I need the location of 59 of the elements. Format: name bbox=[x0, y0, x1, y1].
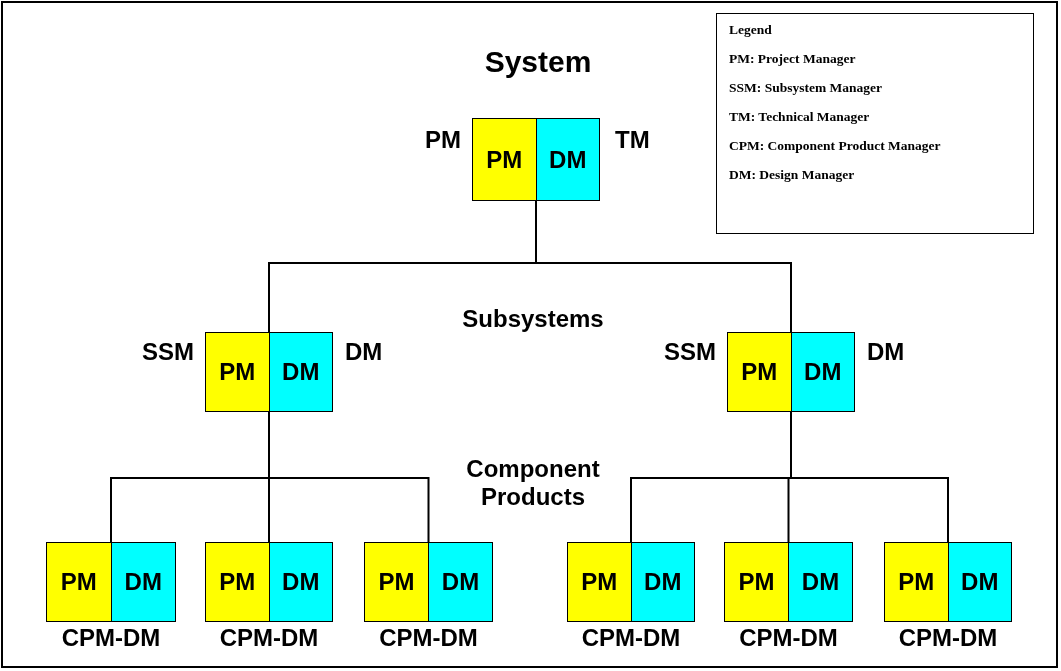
role-text: DM bbox=[124, 568, 162, 596]
role-text: PM bbox=[581, 568, 618, 596]
role-box bbox=[428, 543, 492, 621]
role-caption: PM bbox=[425, 126, 461, 154]
legend-entry: DM: Design Manager bbox=[729, 167, 856, 183]
level-heading: System bbox=[483, 45, 593, 79]
legend-entry: CPM: Component Product Manager bbox=[729, 138, 942, 154]
role-caption: DM bbox=[867, 338, 905, 366]
role-text: PM bbox=[60, 568, 97, 596]
role-box bbox=[725, 543, 788, 621]
role-box bbox=[268, 543, 332, 621]
role-text: PM bbox=[378, 568, 415, 596]
role-text: PM bbox=[486, 145, 523, 174]
role-caption: CPM-DM bbox=[61, 624, 161, 652]
role-box bbox=[206, 333, 269, 411]
role-text: PM bbox=[741, 358, 778, 386]
role-box bbox=[47, 543, 111, 621]
legend-entry: PM: Project Manager bbox=[729, 51, 857, 67]
role-box bbox=[630, 543, 694, 621]
role-box bbox=[473, 119, 536, 200]
role-text: DM bbox=[804, 358, 842, 386]
level-heading: Component Products bbox=[465, 455, 601, 511]
role-box bbox=[110, 543, 175, 621]
role-caption: CPM-DM bbox=[898, 624, 998, 652]
role-text: DM bbox=[441, 568, 480, 596]
role-caption: CPM-DM bbox=[219, 624, 319, 652]
role-text: PM bbox=[898, 568, 935, 596]
role-caption: CPM-DM bbox=[739, 624, 838, 652]
connector-line bbox=[790, 411, 949, 543]
role-text: DM bbox=[801, 568, 840, 596]
role-box bbox=[206, 543, 269, 621]
role-text: DM bbox=[282, 568, 320, 596]
role-caption: TM bbox=[615, 126, 650, 154]
role-text: PM bbox=[219, 568, 256, 596]
role-box bbox=[947, 543, 1011, 621]
role-box bbox=[788, 543, 852, 621]
role-caption: SSM bbox=[664, 338, 716, 366]
role-caption: CPM-DM bbox=[379, 624, 478, 652]
role-box bbox=[790, 333, 854, 411]
role-box bbox=[365, 543, 428, 621]
role-box bbox=[568, 543, 631, 621]
role-text: DM bbox=[549, 145, 587, 174]
legend-entry: SSM: Subsystem Manager bbox=[729, 80, 883, 96]
role-text: PM bbox=[219, 358, 256, 386]
role-caption: SSM bbox=[142, 338, 194, 366]
role-text: PM bbox=[738, 568, 775, 596]
role-text: DM bbox=[961, 568, 999, 596]
role-text: DM bbox=[282, 358, 320, 386]
role-box bbox=[268, 333, 332, 411]
role-box bbox=[885, 543, 948, 621]
connector-line bbox=[268, 411, 430, 543]
role-box bbox=[728, 333, 791, 411]
legend-entry: TM: Technical Manager bbox=[729, 109, 871, 125]
role-caption: DM bbox=[345, 338, 383, 366]
role-caption: CPM-DM bbox=[581, 624, 681, 652]
legend-heading: Legend bbox=[729, 22, 773, 38]
level-heading: Subsystems bbox=[461, 305, 605, 333]
role-box bbox=[535, 119, 599, 200]
role-text: DM bbox=[644, 568, 682, 596]
